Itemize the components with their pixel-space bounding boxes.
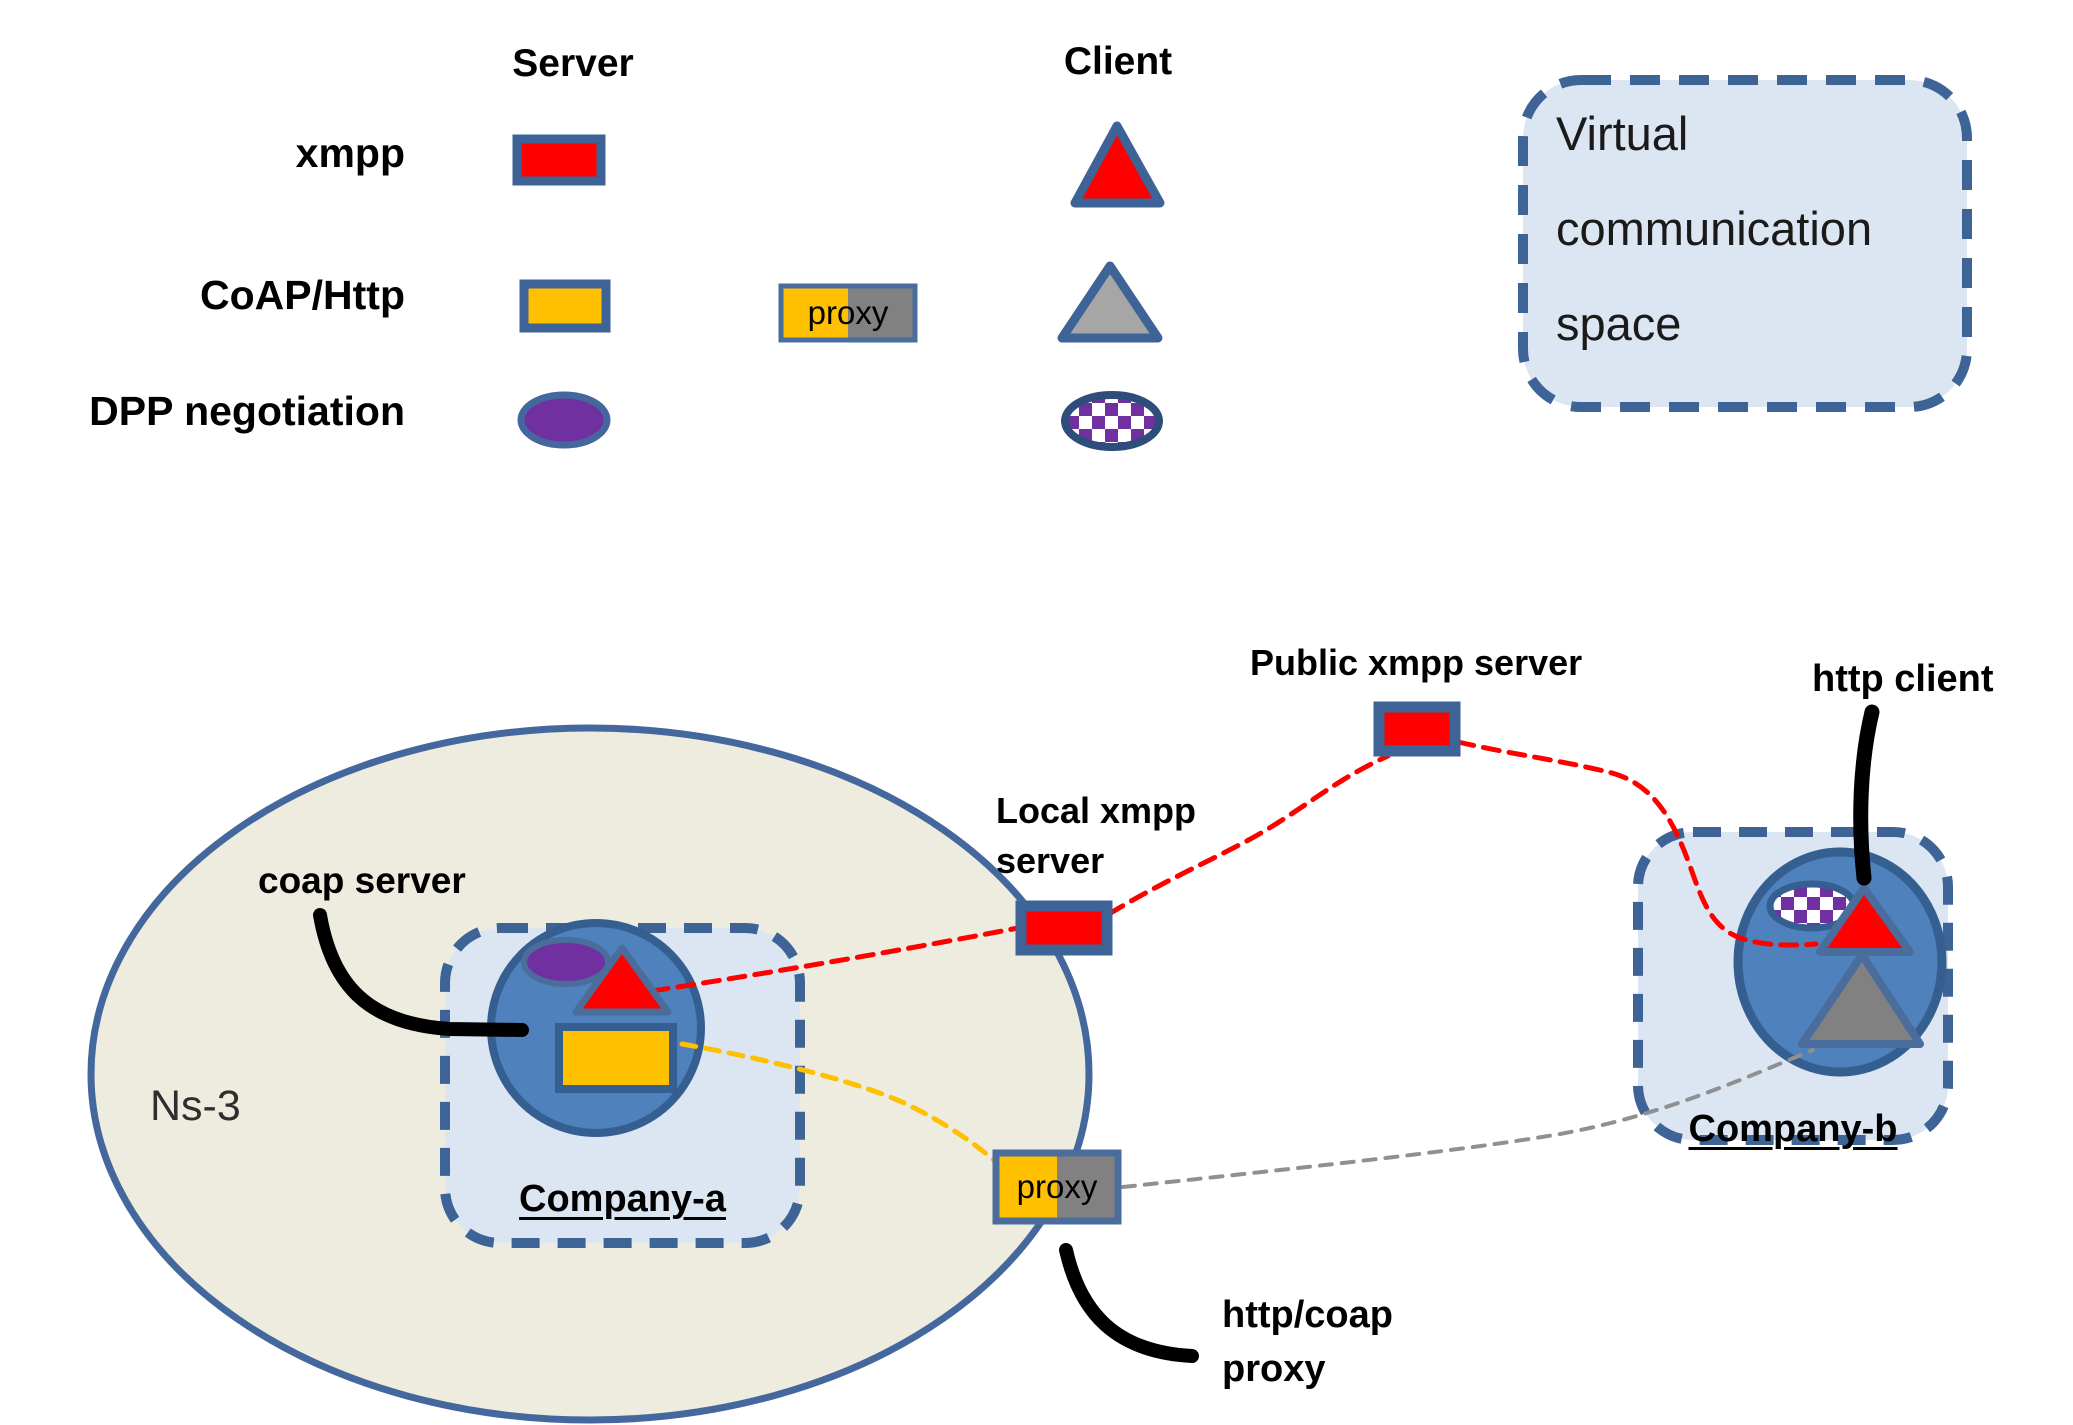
proxy-node-outline xyxy=(992,1149,1122,1225)
local-xmpp-server-label-line1: Local xmpp xyxy=(996,790,1197,831)
virtual-space-line-1: Virtual xyxy=(1556,107,1689,160)
local-xmpp-server-label-line2: server xyxy=(996,840,1105,881)
legend-row-label-xmpp: xmpp xyxy=(295,130,405,176)
legend-client-header: Client xyxy=(1063,40,1173,83)
local-xmpp-server-node xyxy=(1015,900,1113,956)
legend-dpp-client-swatch xyxy=(1061,391,1163,451)
virtual-space-line-3: space xyxy=(1556,297,1682,350)
legend-coap-server-swatch xyxy=(519,279,611,333)
legend-proxy-yellow-half xyxy=(781,286,848,340)
http-coap-proxy-node xyxy=(992,1149,1122,1225)
http-client-pointer-line xyxy=(1853,704,1880,886)
http-client-label: http client xyxy=(1812,658,1994,700)
legend-row-label-dpp-negotiation: DPP negotiation xyxy=(89,388,405,434)
company-a-label: Company-a xyxy=(519,1178,726,1220)
legend-server-header: Server xyxy=(512,42,634,85)
company-b-label: Company-b xyxy=(1688,1108,1898,1150)
http-coap-proxy-label: http/coap proxy xyxy=(1222,1288,1393,1396)
xmpp-link-local-to-public xyxy=(1106,753,1391,917)
legend-row-label-coap-http: CoAP/Http xyxy=(200,272,405,318)
legend-proxy-outline xyxy=(778,283,918,343)
http-coap-proxy-pointer-line xyxy=(1059,1243,1199,1363)
coap-server-pointer-line xyxy=(313,908,529,1037)
legend-xmpp-client-swatch xyxy=(1070,121,1165,208)
company-b-xmpp-client-triangle xyxy=(1816,884,1914,956)
virtual-communication-space-box xyxy=(1518,75,1972,412)
http-coap-proxy-label-line1: http/coap xyxy=(1222,1294,1393,1336)
legend-proxy-label: proxy xyxy=(807,294,889,331)
company-b-http-client-triangle xyxy=(1798,951,1924,1048)
public-xmpp-server-node xyxy=(1373,701,1461,757)
http-coap-proxy-label-line2: proxy xyxy=(1222,1348,1326,1390)
local-xmpp-server-label: Local xmpp server xyxy=(996,786,1196,886)
legend-proxy-gray-half xyxy=(848,286,915,340)
legend-xmpp-server-swatch xyxy=(512,134,606,186)
proxy-node-gray-half xyxy=(1057,1153,1118,1221)
company-a-dpp-ellipse xyxy=(521,937,611,987)
coap-server-label: coap server xyxy=(258,860,466,901)
proxy-node-yellow-half xyxy=(996,1153,1057,1221)
ns3-label: Ns-3 xyxy=(150,1082,241,1130)
company-a-coap-server-rect xyxy=(555,1023,677,1093)
xmpp-link-public-to-companyb xyxy=(1455,739,1819,948)
legend-coap-client-swatch xyxy=(1057,261,1163,343)
virtual-space-line-2: communication xyxy=(1556,202,1873,255)
legend-dpp-server-swatch xyxy=(517,391,611,449)
proxy-node-label: proxy xyxy=(1016,1168,1098,1205)
public-xmpp-server-label: Public xmpp server xyxy=(1250,642,1583,683)
legend-proxy-swatch xyxy=(778,283,918,343)
http-link-proxy-to-companyb xyxy=(1121,1048,1815,1189)
xmpp-link-companya-to-local xyxy=(649,925,1021,994)
company-a-xmpp-client-triangle xyxy=(572,944,672,1016)
